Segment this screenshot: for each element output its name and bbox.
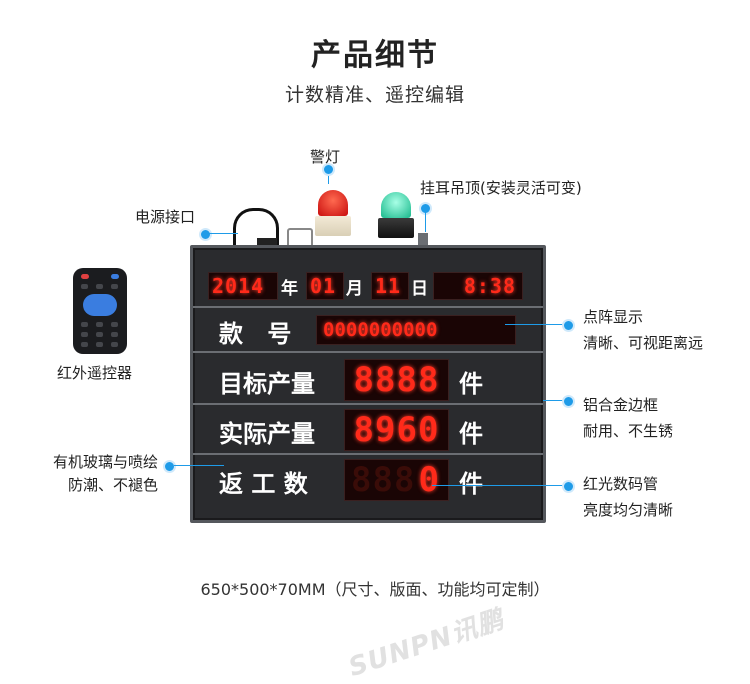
warning-light-red bbox=[315, 190, 351, 246]
model-value: 0000000000 bbox=[323, 319, 438, 341]
return-display: 888 0 bbox=[344, 459, 449, 501]
time-display: 8:38 bbox=[433, 272, 523, 300]
actual-display: 8960 bbox=[344, 409, 449, 451]
power-label: 电源接口 bbox=[135, 208, 196, 226]
tube-title: 红光数码管 bbox=[583, 475, 659, 493]
callout-dot bbox=[562, 480, 575, 493]
return-label: 返 工 数 bbox=[219, 470, 308, 498]
month-value: 01 bbox=[310, 274, 337, 298]
watermark-logo: SUNPN讯鹏 bbox=[345, 604, 508, 684]
callout-dot bbox=[163, 460, 176, 473]
power-cable bbox=[233, 208, 279, 247]
callout-line bbox=[328, 170, 329, 184]
frame-desc: 耐用、不生锈 bbox=[583, 422, 674, 440]
actual-label: 实际产量 bbox=[219, 420, 315, 448]
callout-line bbox=[543, 400, 567, 401]
remote-label: 红外遥控器 bbox=[57, 364, 133, 382]
callout-line bbox=[432, 485, 566, 486]
display-board: 2014 年 01 月 11 日 8:38 款 号 0000000000 目标产… bbox=[190, 245, 546, 523]
separator bbox=[193, 306, 543, 308]
callout-line bbox=[505, 324, 567, 325]
hanging-label: 挂耳吊顶(安装灵活可变) bbox=[420, 179, 582, 197]
return-value: 0 bbox=[418, 460, 440, 500]
target-display: 8888 bbox=[344, 359, 449, 401]
page-title: 产品细节 bbox=[311, 38, 439, 73]
callout-line bbox=[425, 212, 426, 232]
year-value: 2014 bbox=[212, 274, 265, 298]
callout-line bbox=[174, 465, 224, 466]
target-value: 8888 bbox=[353, 360, 440, 400]
actual-unit: 件 bbox=[459, 420, 483, 448]
separator bbox=[193, 453, 543, 455]
day-value: 11 bbox=[375, 274, 402, 298]
model-display: 0000000000 bbox=[316, 315, 516, 345]
callout-line bbox=[208, 233, 238, 234]
tube-desc: 亮度均匀清晰 bbox=[583, 501, 674, 519]
callout-dot bbox=[199, 228, 212, 241]
remote-control bbox=[73, 268, 127, 354]
warning-light-label: 警灯 bbox=[310, 148, 341, 166]
hanging-ear bbox=[418, 233, 428, 247]
callout-dot bbox=[322, 163, 335, 176]
month-display: 01 bbox=[306, 272, 344, 300]
glass-title: 有机玻璃与喷绘 bbox=[52, 453, 158, 471]
day-display: 11 bbox=[371, 272, 409, 300]
frame-title: 铝合金边框 bbox=[583, 396, 659, 414]
separator bbox=[193, 403, 543, 405]
day-unit: 日 bbox=[411, 279, 428, 299]
year-display: 2014 bbox=[208, 272, 278, 300]
power-plug bbox=[257, 238, 277, 248]
page-subtitle: 计数精准、遥控编辑 bbox=[284, 84, 465, 106]
dimensions-note: 650*500*70MM（尺寸、版面、功能均可定制） bbox=[200, 580, 550, 599]
dot-matrix-title: 点阵显示 bbox=[583, 308, 644, 326]
time-value: 8:38 bbox=[463, 274, 516, 298]
callout-dot bbox=[562, 319, 575, 332]
target-unit: 件 bbox=[459, 370, 483, 398]
glass-desc: 防潮、不褪色 bbox=[67, 476, 158, 494]
warning-light-green bbox=[378, 192, 414, 246]
year-unit: 年 bbox=[281, 279, 298, 299]
return-unit: 件 bbox=[459, 470, 483, 498]
separator bbox=[193, 351, 543, 353]
target-label: 目标产量 bbox=[219, 370, 315, 398]
dot-matrix-desc: 清晰、可视距离远 bbox=[583, 334, 704, 352]
month-unit: 月 bbox=[346, 279, 363, 299]
actual-value: 8960 bbox=[353, 410, 440, 450]
callout-dot bbox=[562, 395, 575, 408]
model-label: 款 号 bbox=[219, 320, 300, 348]
